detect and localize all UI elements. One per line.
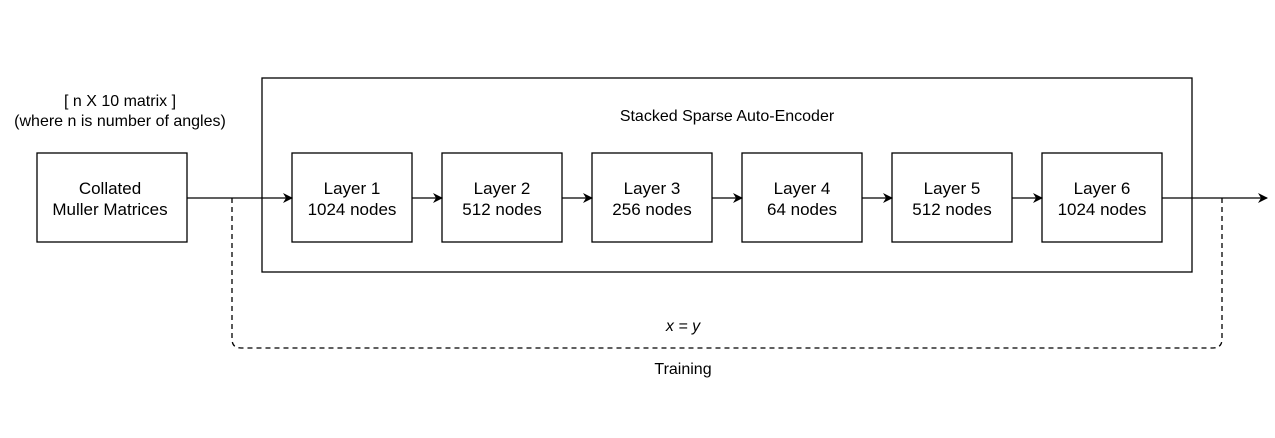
input-note-line2: (where n is number of angles) — [14, 113, 226, 130]
layer-name: Layer 6 — [1074, 179, 1131, 198]
layer-name: Layer 5 — [924, 179, 981, 198]
layer-box — [591, 152, 713, 243]
layers-group: Layer 1 1024 nodes Layer 2 512 nodes Layer 3… — [291, 152, 1163, 243]
layer-name: Layer 2 — [474, 179, 531, 198]
training-equation: x = y — [665, 318, 701, 335]
layer-box — [1041, 152, 1163, 243]
input-block-label-line1: Collated — [79, 179, 141, 198]
training-label: Training — [654, 361, 711, 378]
input-note-line1: [ n X 10 matrix ] — [64, 93, 176, 110]
input-block: Collated Muller Matrices — [36, 152, 188, 243]
container-box — [261, 77, 1193, 273]
layer-name: Layer 4 — [774, 179, 831, 198]
input-block-label-line2: Muller Matrices — [52, 200, 167, 219]
layer-nodes: 512 nodes — [462, 200, 541, 219]
training-dashed-path — [231, 198, 1223, 349]
input-block-box — [36, 152, 188, 243]
layer-box — [291, 152, 413, 243]
layer-block-4: Layer 4 64 nodes — [741, 152, 863, 243]
layer-block-1: Layer 1 1024 nodes — [291, 152, 413, 243]
autoencoder-container: Stacked Sparse Auto-Encoder — [261, 77, 1193, 273]
layer-nodes: 1024 nodes — [1058, 200, 1147, 219]
layer-name: Layer 3 — [624, 179, 681, 198]
layer-nodes: 64 nodes — [767, 200, 837, 219]
layer-block-5: Layer 5 512 nodes — [891, 152, 1013, 243]
layer-nodes: 256 nodes — [612, 200, 691, 219]
training-loop: x = y Training — [231, 198, 1223, 378]
container-title: Stacked Sparse Auto-Encoder — [620, 108, 835, 125]
layer-block-6: Layer 6 1024 nodes — [1041, 152, 1163, 243]
layer-block-3: Layer 3 256 nodes — [591, 152, 713, 243]
layer-nodes: 512 nodes — [912, 200, 991, 219]
layer-nodes: 1024 nodes — [308, 200, 397, 219]
layer-name: Layer 1 — [324, 179, 381, 198]
layer-block-2: Layer 2 512 nodes — [441, 152, 563, 243]
layer-box — [891, 152, 1013, 243]
